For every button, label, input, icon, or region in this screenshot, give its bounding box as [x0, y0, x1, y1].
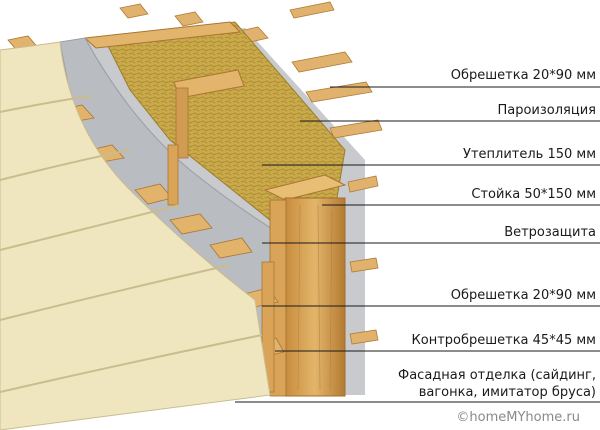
- facade-siding: [0, 41, 271, 430]
- label-insulation: Утеплитель 150 мм: [463, 147, 596, 162]
- siding-board-line: [0, 204, 181, 251]
- siding-board-line: [0, 334, 263, 393]
- label-counter-lathing: Контробрешетка 45*45 мм: [412, 333, 596, 348]
- watermark: ©homeMYhome.ru: [456, 410, 580, 425]
- top-plate: [83, 21, 245, 159]
- label-stud: Стойка 50*150 мм: [471, 187, 596, 202]
- label-wind-protection: Ветрозащита: [504, 225, 596, 240]
- siding-board-line: [0, 149, 131, 181]
- label-lathing-top: Обрешетка 20*90 мм: [451, 68, 596, 83]
- siding-board-line: [0, 264, 231, 321]
- leader-lines: [235, 86, 600, 403]
- callout-labels: Обрешетка 20*90 мм Пароизоляция Утеплите…: [398, 68, 596, 400]
- label-facade-line1: Фасадная отделка (сайдинг,: [398, 368, 596, 383]
- label-lathing-front: Обрешетка 20*90 мм: [451, 288, 596, 303]
- label-vapor-barrier: Пароизоляция: [497, 103, 596, 118]
- rear-battens: [119, 1, 383, 345]
- label-facade-line2: вагонка, имитатор бруса): [419, 385, 596, 400]
- siding-board-line: [0, 95, 93, 113]
- timber-stud: [263, 174, 347, 397]
